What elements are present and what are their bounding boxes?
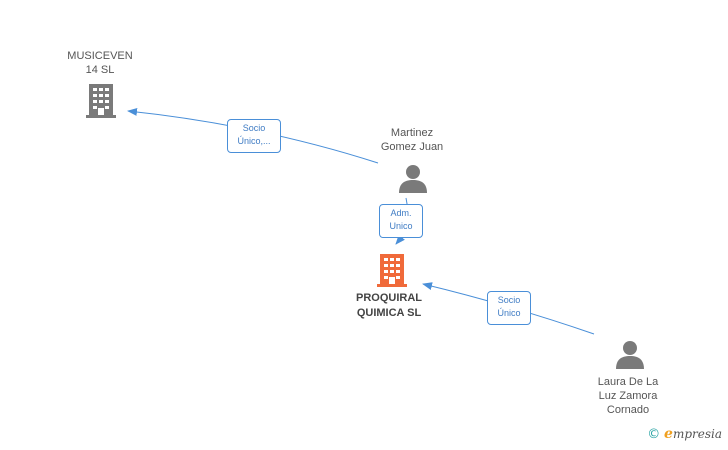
node-label-line: PROQUIRAL	[356, 292, 422, 304]
node-label-line: QUIMICA SL	[356, 307, 422, 319]
edge-label-adm-unico[interactable]: Adm. Unico	[379, 204, 423, 238]
node-label-line: Luz Zamora	[598, 390, 658, 402]
edge-label-socio-unico[interactable]: Socio Único	[487, 291, 531, 325]
brand-initial: e	[664, 426, 673, 442]
edge-label-socio-unico[interactable]: Socio Único,...	[227, 119, 281, 153]
building-icon[interactable]	[377, 254, 407, 287]
person-icon[interactable]	[399, 165, 427, 193]
person-icon[interactable]	[616, 341, 644, 369]
node-label-line: Laura De La	[597, 376, 659, 388]
node-label-line: MUSICEVEN	[67, 50, 133, 62]
edge-label-line: Adm.	[390, 208, 412, 218]
node-label-musiceven[interactable]: MUSICEVEN 14 SL	[50, 49, 150, 77]
edge-label-line: Único,...	[237, 136, 271, 146]
copyright-symbol: ©	[647, 427, 661, 442]
edge-label-line: Unico	[389, 221, 413, 231]
node-label-line: Gomez Juan	[380, 141, 444, 153]
edge-label-line: Socio	[242, 123, 266, 133]
node-label-laura[interactable]: Laura De La Luz Zamora Cornado	[578, 375, 678, 417]
node-label-martinez[interactable]: Martinez Gomez Juan	[362, 126, 462, 154]
edge-label-line: Socio	[497, 295, 521, 305]
node-label-line: Martinez	[390, 127, 434, 139]
node-label-line: Cornado	[606, 404, 650, 416]
node-label-proquiral[interactable]: PROQUIRAL QUIMICA SL	[339, 291, 439, 321]
brand-name: mpresia	[672, 427, 722, 441]
empresia-logo: © empresia	[647, 426, 722, 442]
node-label-line: 14 SL	[85, 64, 115, 76]
edge-label-line: Único	[497, 308, 521, 318]
building-icon[interactable]	[86, 84, 116, 118]
